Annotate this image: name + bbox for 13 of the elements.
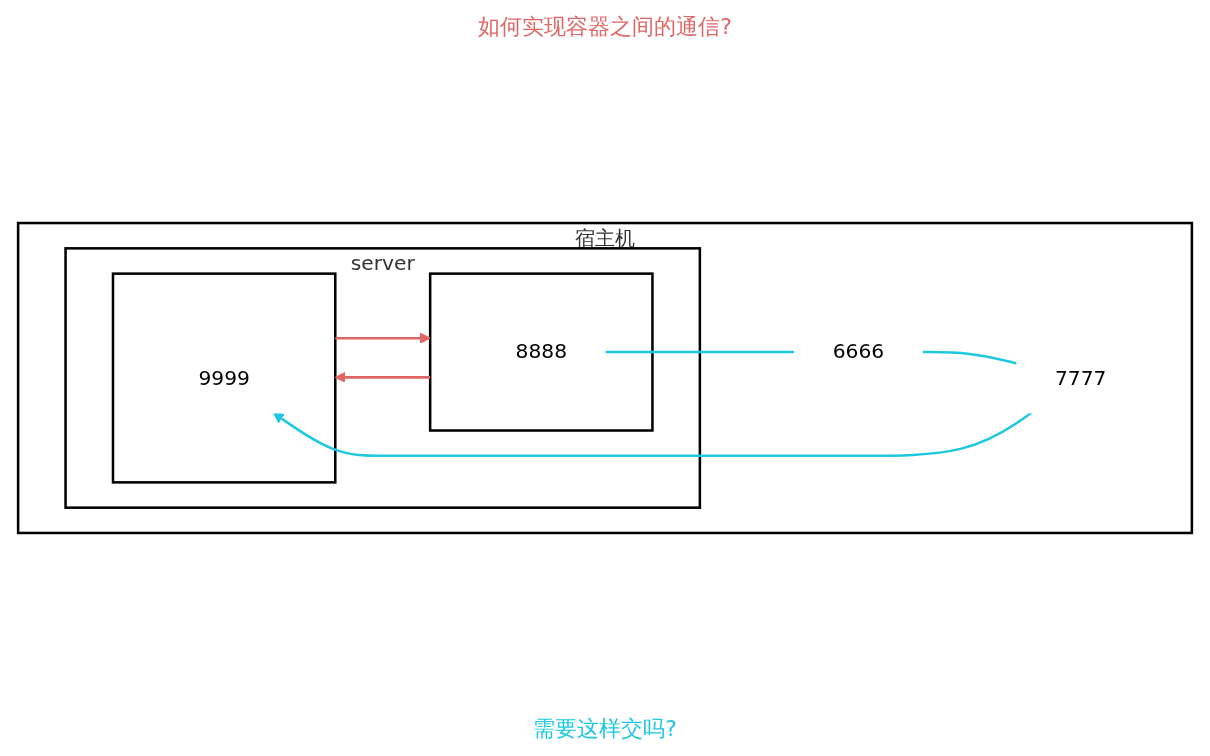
arrow [335,332,431,344]
arrow [334,371,431,383]
node-text: 9999 [198,365,250,391]
note-text: 需要这样交吗? [533,715,677,743]
node-text: 7777 [1054,365,1107,391]
connector [922,350,1018,365]
node-text: 8888 [515,339,568,364]
connector [605,350,795,354]
arrow [272,411,1033,458]
note-text: 如何实现容器之间的通信? [478,13,732,41]
cluster [428,272,654,432]
cluster [111,272,337,484]
node-text: 6666 [832,339,885,364]
